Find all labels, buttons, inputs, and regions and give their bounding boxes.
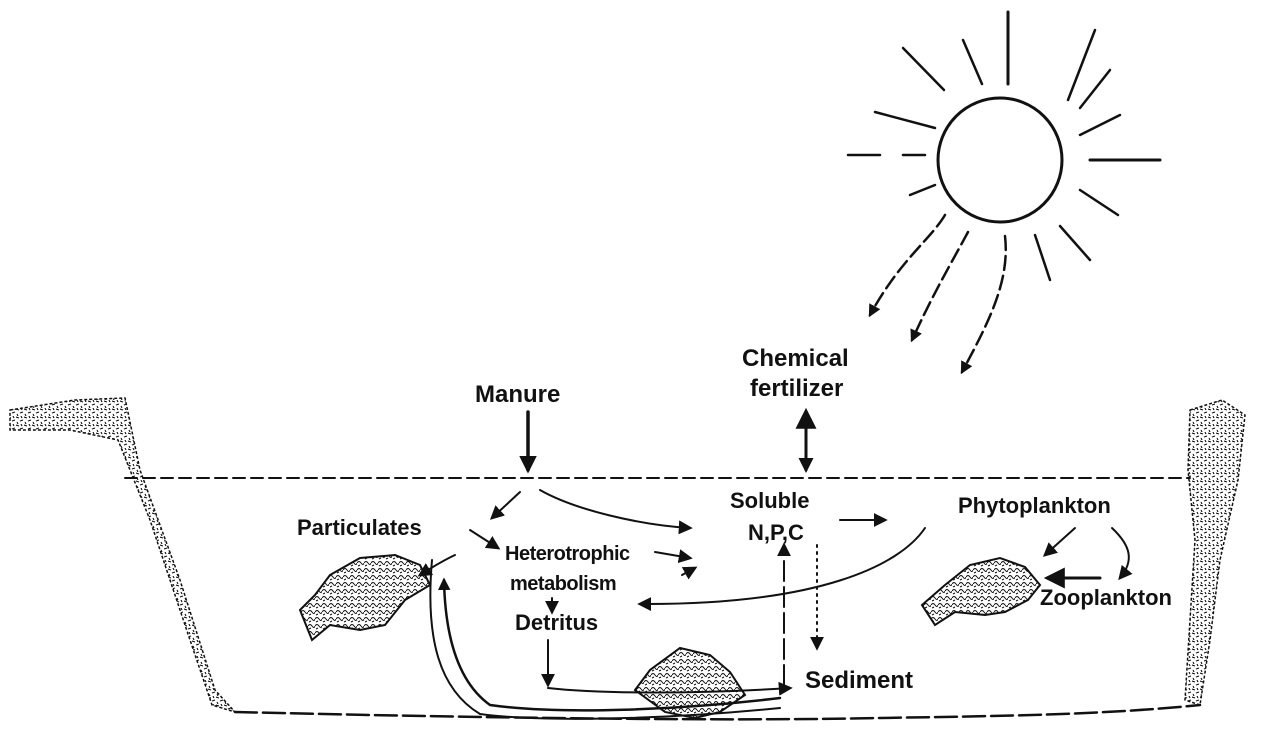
- label-particulates: Particulates: [297, 515, 422, 540]
- label-chemical-line2: fertilizer: [750, 375, 843, 402]
- label-manure: Manure: [475, 381, 560, 408]
- label-chemical-line1: Chemical: [742, 345, 849, 372]
- label-phytoplankton: Phytoplankton: [958, 493, 1111, 518]
- label-detritus: Detritus: [515, 610, 598, 635]
- label-zooplankton: Zooplankton: [1040, 585, 1172, 610]
- fish-icon: [922, 558, 1040, 625]
- label-soluble-line2: N,P,C: [748, 520, 804, 545]
- label-sediment: Sediment: [805, 667, 913, 694]
- pond-bank-left: [10, 398, 235, 712]
- label-heterotrophic-line2: metabolism: [510, 573, 616, 595]
- sun-icon: [848, 12, 1160, 372]
- pond-bank-right: [1185, 400, 1245, 705]
- fish-icon: [300, 555, 430, 640]
- label-soluble-line1: Soluble: [730, 488, 809, 513]
- label-heterotrophic-line1: Heterotrophic: [505, 543, 630, 565]
